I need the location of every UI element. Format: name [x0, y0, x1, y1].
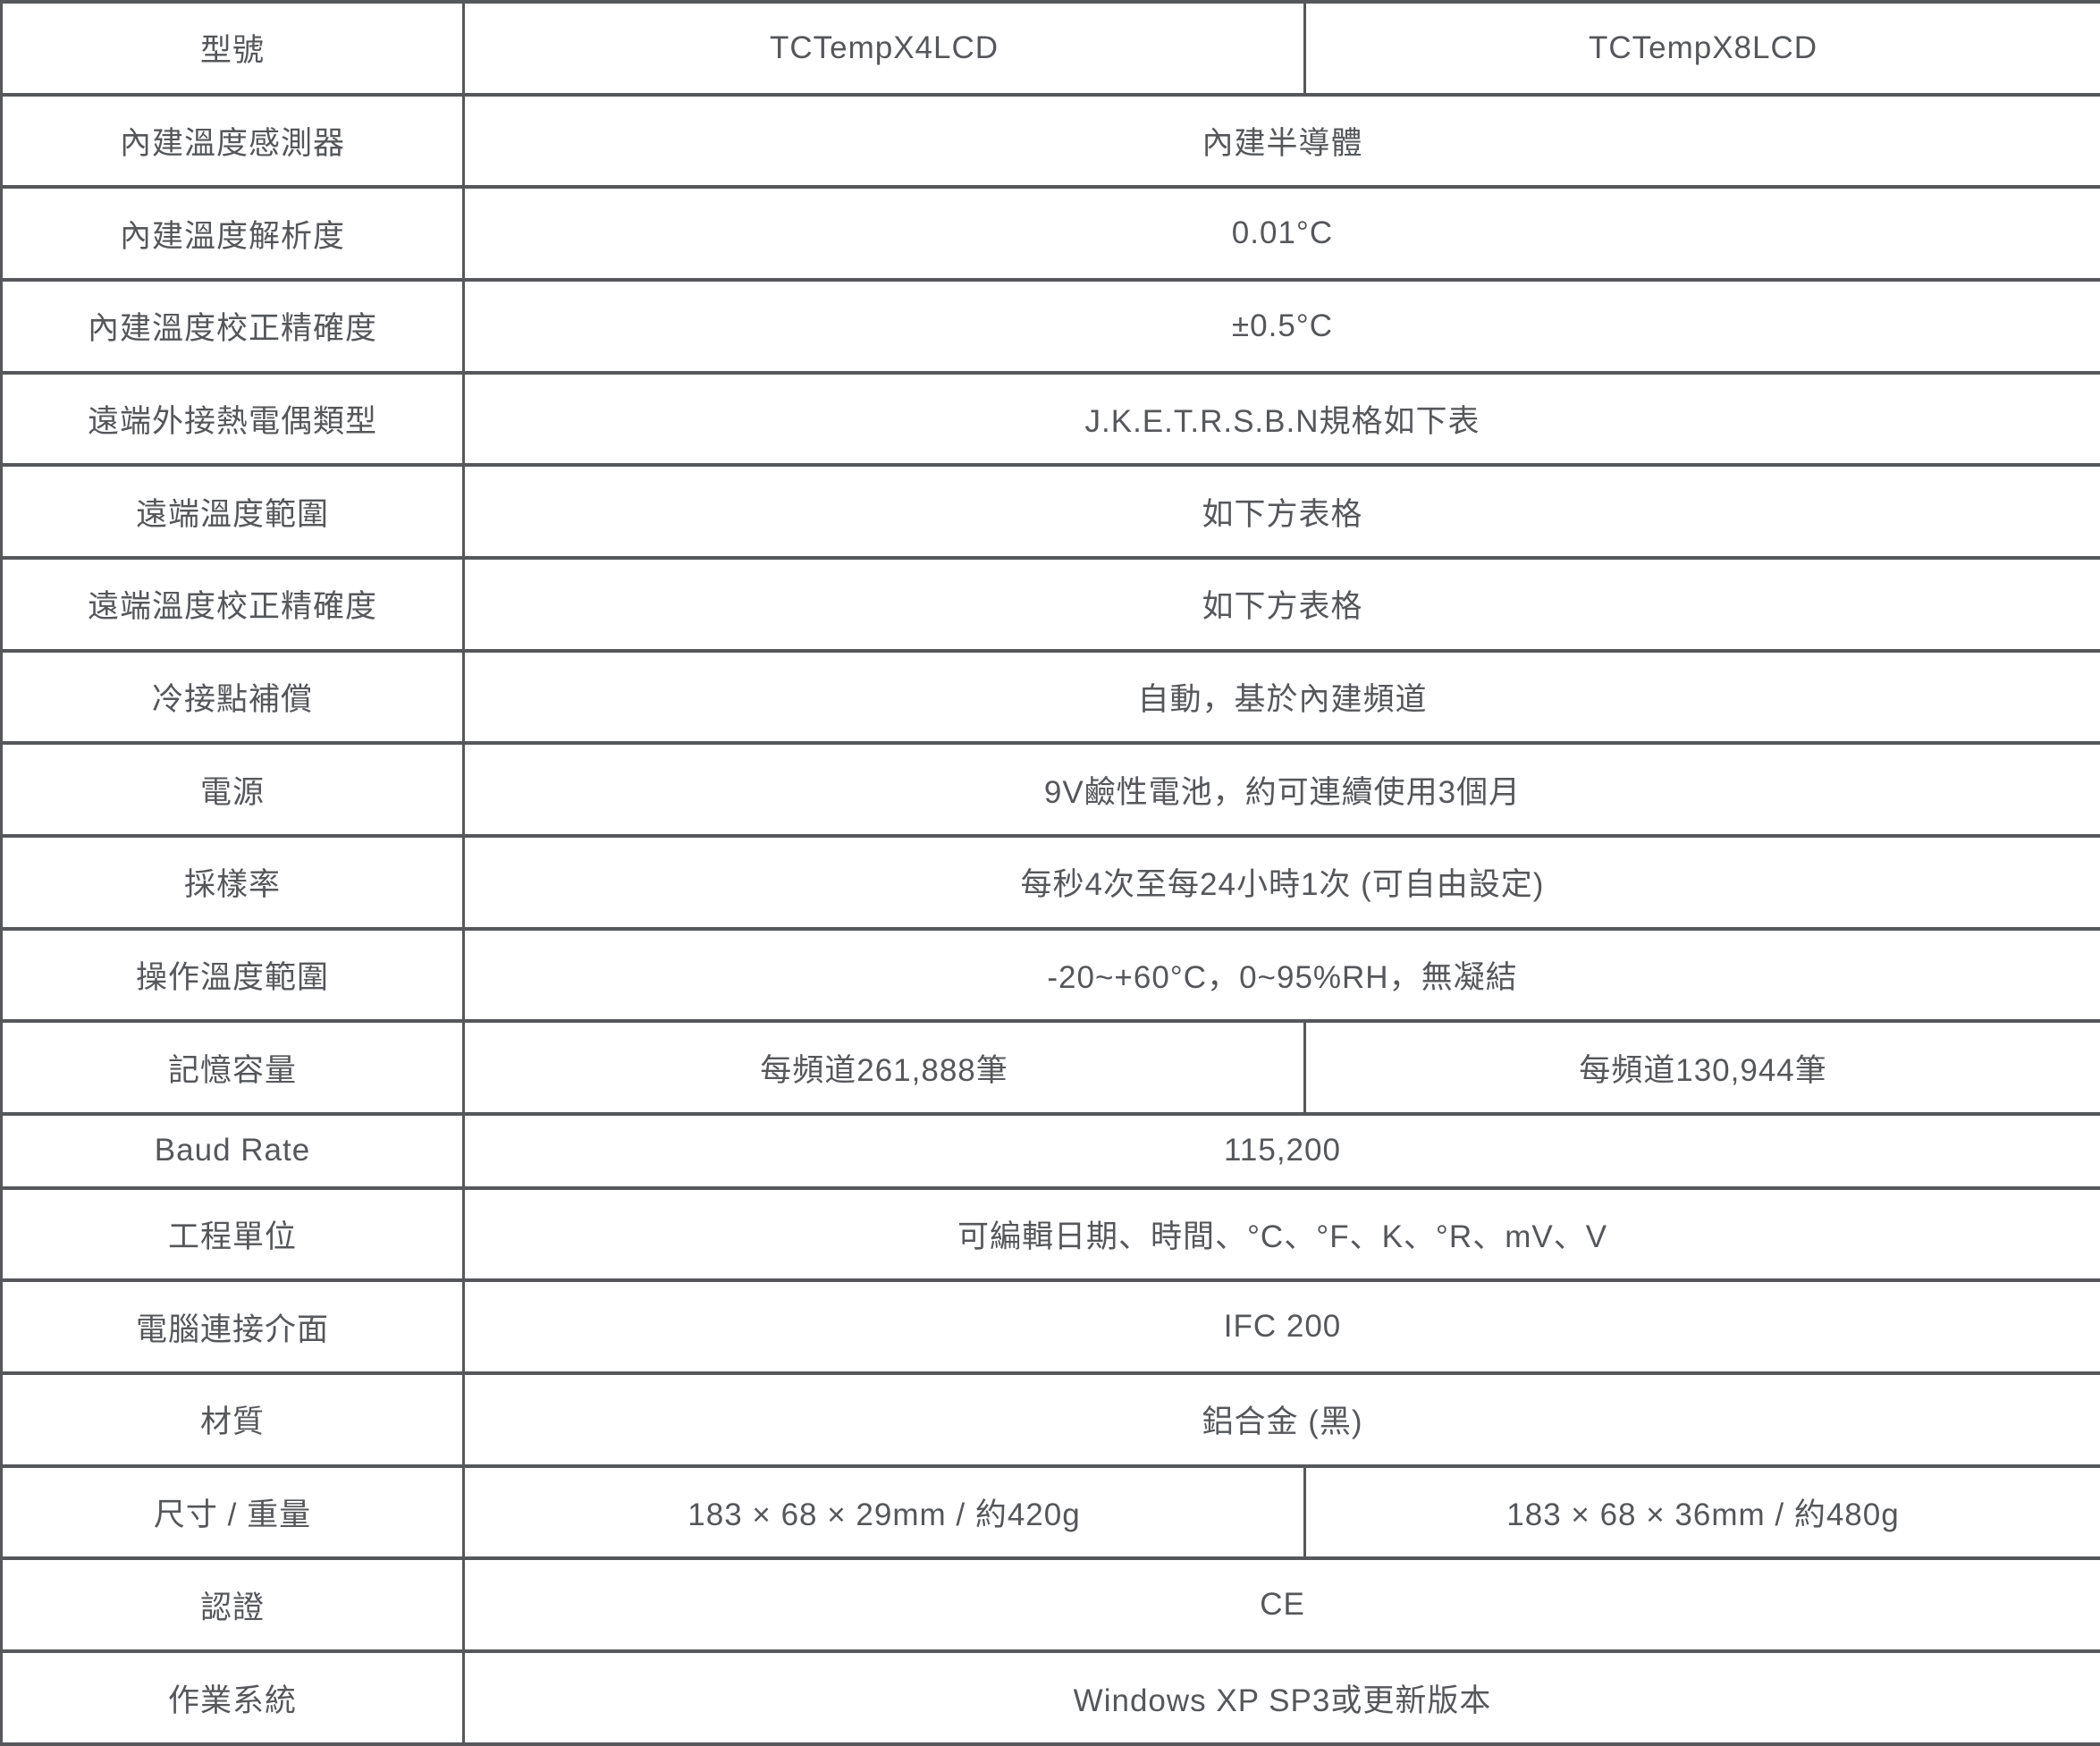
- table-row-model: 型號 TCTempX4LCD TCTempX8LCD: [0, 0, 2100, 97]
- row-label: 工程單位: [0, 1185, 465, 1283]
- row-value: -20~+60°C，0~95%RH，無凝結: [462, 926, 2100, 1024]
- row-value: 內建半導體: [462, 92, 2100, 190]
- row-label-model: 型號: [0, 0, 465, 97]
- table-row-remote-range: 遠端溫度範圍 如下方表格: [0, 463, 2100, 560]
- row-value: ±0.5°C: [462, 277, 2100, 375]
- row-label: 冷接點補償: [0, 648, 465, 746]
- model-name-x4: TCTempX4LCD: [462, 0, 1306, 97]
- table-row-sampling-rate: 採樣率 每秒4次至每24小時1次 (可自由設定): [0, 833, 2100, 931]
- row-value: 可編輯日期、時間、°C、°F、K、°R、mV、V: [462, 1185, 2100, 1283]
- table-row-memory: 記憶容量 每頻道261,888筆 每頻道130,944筆: [0, 1019, 2100, 1116]
- row-label: 採樣率: [0, 833, 465, 931]
- row-label: 認證: [0, 1556, 465, 1654]
- table-row-dimensions-weight: 尺寸 / 重量 183 × 68 × 29mm / 約420g 183 × 68…: [0, 1463, 2100, 1561]
- row-value: 如下方表格: [462, 463, 2100, 560]
- row-label: 遠端溫度範圍: [0, 463, 465, 560]
- row-value: 鋁合金 (黑): [462, 1371, 2100, 1468]
- table-row-operating-system: 作業系統 Windows XP SP3或更新版本: [0, 1649, 2100, 1746]
- table-row-remote-accuracy: 遠端溫度校正精確度 如下方表格: [0, 555, 2100, 653]
- row-value: CE: [462, 1556, 2100, 1654]
- row-value: 0.01°C: [462, 185, 2100, 282]
- table-row-internal-resolution: 內建溫度解析度 0.01°C: [0, 185, 2100, 282]
- table-row-thermocouple-type: 遠端外接熱電偶類型 J.K.E.T.R.S.B.N規格如下表: [0, 370, 2100, 468]
- row-label: 遠端外接熱電偶類型: [0, 370, 465, 468]
- table-row-engineering-units: 工程單位 可編輯日期、時間、°C、°F、K、°R、mV、V: [0, 1185, 2100, 1283]
- table-row-internal-sensor: 內建溫度感測器 內建半導體: [0, 92, 2100, 190]
- row-label: 遠端溫度校正精確度: [0, 555, 465, 653]
- table-row-certification: 認證 CE: [0, 1556, 2100, 1654]
- row-value: J.K.E.T.R.S.B.N規格如下表: [462, 370, 2100, 468]
- table-row-cold-junction: 冷接點補償 自動，基於內建頻道: [0, 648, 2100, 746]
- model-name-x8: TCTempX8LCD: [1303, 0, 2100, 97]
- table-row-baud-rate: Baud Rate 115,200: [0, 1111, 2100, 1190]
- dimensions-x4: 183 × 68 × 29mm / 約420g: [462, 1463, 1306, 1561]
- table-row-power: 電源 9V鹼性電池，約可連續使用3個月: [0, 741, 2100, 838]
- dimensions-x8: 183 × 68 × 36mm / 約480g: [1303, 1463, 2100, 1561]
- memory-x4: 每頻道261,888筆: [462, 1019, 1306, 1116]
- row-value: 自動，基於內建頻道: [462, 648, 2100, 746]
- row-value: IFC 200: [462, 1278, 2100, 1376]
- row-label: 尺寸 / 重量: [0, 1463, 465, 1561]
- row-label: 內建溫度校正精確度: [0, 277, 465, 375]
- table-row-pc-interface: 電腦連接介面 IFC 200: [0, 1278, 2100, 1376]
- row-value: 115,200: [462, 1111, 2100, 1190]
- row-value: 每秒4次至每24小時1次 (可自由設定): [462, 833, 2100, 931]
- memory-x8: 每頻道130,944筆: [1303, 1019, 2100, 1116]
- row-value: 9V鹼性電池，約可連續使用3個月: [462, 741, 2100, 838]
- row-label: 電源: [0, 741, 465, 838]
- row-value: Windows XP SP3或更新版本: [462, 1649, 2100, 1746]
- table-row-operating-range: 操作溫度範圍 -20~+60°C，0~95%RH，無凝結: [0, 926, 2100, 1024]
- row-label: 材質: [0, 1371, 465, 1468]
- row-label: 內建溫度感測器: [0, 92, 465, 190]
- row-label: Baud Rate: [0, 1111, 465, 1190]
- row-label: 作業系統: [0, 1649, 465, 1746]
- table-row-material: 材質 鋁合金 (黑): [0, 1371, 2100, 1468]
- row-label: 操作溫度範圍: [0, 926, 465, 1024]
- row-label: 記憶容量: [0, 1019, 465, 1116]
- row-label: 電腦連接介面: [0, 1278, 465, 1376]
- row-value: 如下方表格: [462, 555, 2100, 653]
- row-label: 內建溫度解析度: [0, 185, 465, 282]
- table-row-internal-accuracy: 內建溫度校正精確度 ±0.5°C: [0, 277, 2100, 375]
